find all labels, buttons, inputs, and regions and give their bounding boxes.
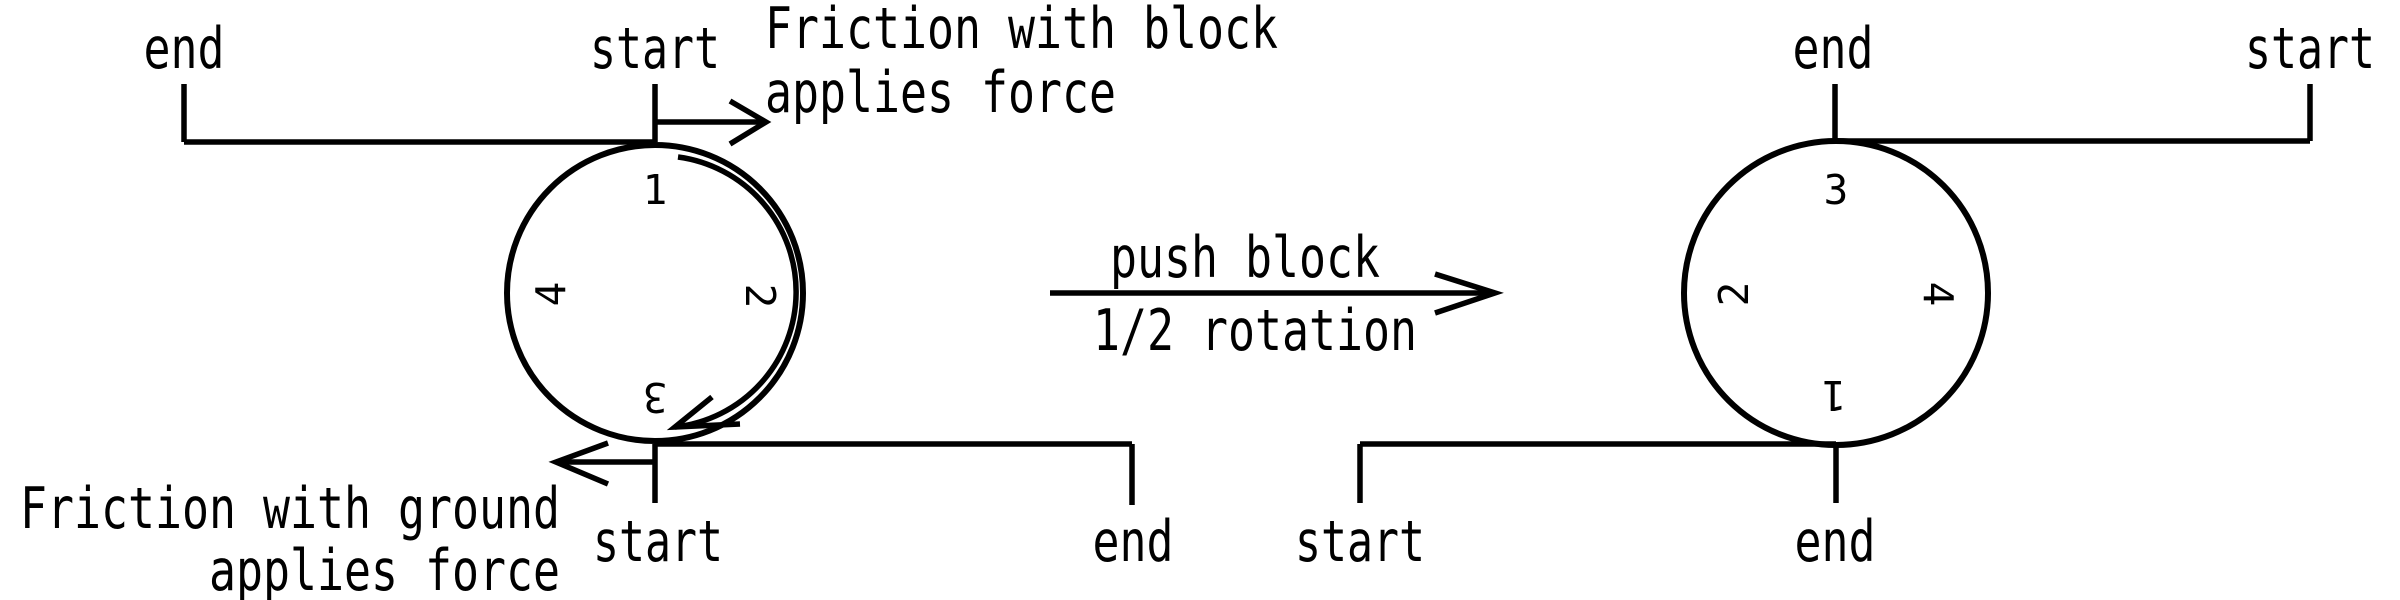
left-wheel-number-2: 2	[736, 284, 784, 309]
left-top-start-label: start	[590, 16, 720, 82]
right-wheel-group: end start 3 4 1 2 start end	[1295, 16, 2375, 575]
friction-block-caption-line2: applies force	[765, 60, 1116, 126]
left-wheel-number-1: 1	[643, 166, 668, 214]
transition-group: push block 1/2 rotation	[1050, 225, 1504, 364]
left-bottom-start-label: start	[593, 509, 723, 575]
right-wheel-number-1: 1	[1822, 371, 1847, 419]
left-bottom-end-label: end	[1093, 509, 1174, 575]
left-wheel-circle	[504, 142, 806, 444]
right-top-start-label: start	[2245, 16, 2375, 82]
friction-ground-caption-line2: applies force	[209, 538, 560, 600]
right-wheel-number-2: 2	[1710, 282, 1758, 307]
friction-block-arrow-icon	[655, 98, 772, 147]
friction-block-caption-line1: Friction with block	[765, 0, 1278, 62]
friction-ground-arrow-icon	[548, 440, 655, 487]
friction-ground-caption-line1: Friction with ground	[20, 476, 560, 542]
rotation-arc-icon	[666, 154, 799, 431]
right-wheel-number-4: 4	[1914, 282, 1962, 307]
transition-caption-top: push block	[1110, 225, 1380, 291]
left-wheel-number-3: 3	[643, 373, 668, 421]
transition-caption-bottom: 1/2 rotation	[1093, 298, 1417, 364]
left-top-end-label: end	[144, 16, 225, 82]
right-top-end-label: end	[1793, 16, 1874, 82]
left-wheel-number-4: 4	[527, 282, 575, 307]
left-wheel-group: end start Friction with block applies fo…	[20, 0, 1278, 600]
push-arrow-icon	[1050, 271, 1504, 316]
right-wheel-number-3: 3	[1824, 166, 1849, 214]
right-bottom-start-label: start	[1295, 509, 1425, 575]
right-bottom-end-label: end	[1795, 509, 1876, 575]
